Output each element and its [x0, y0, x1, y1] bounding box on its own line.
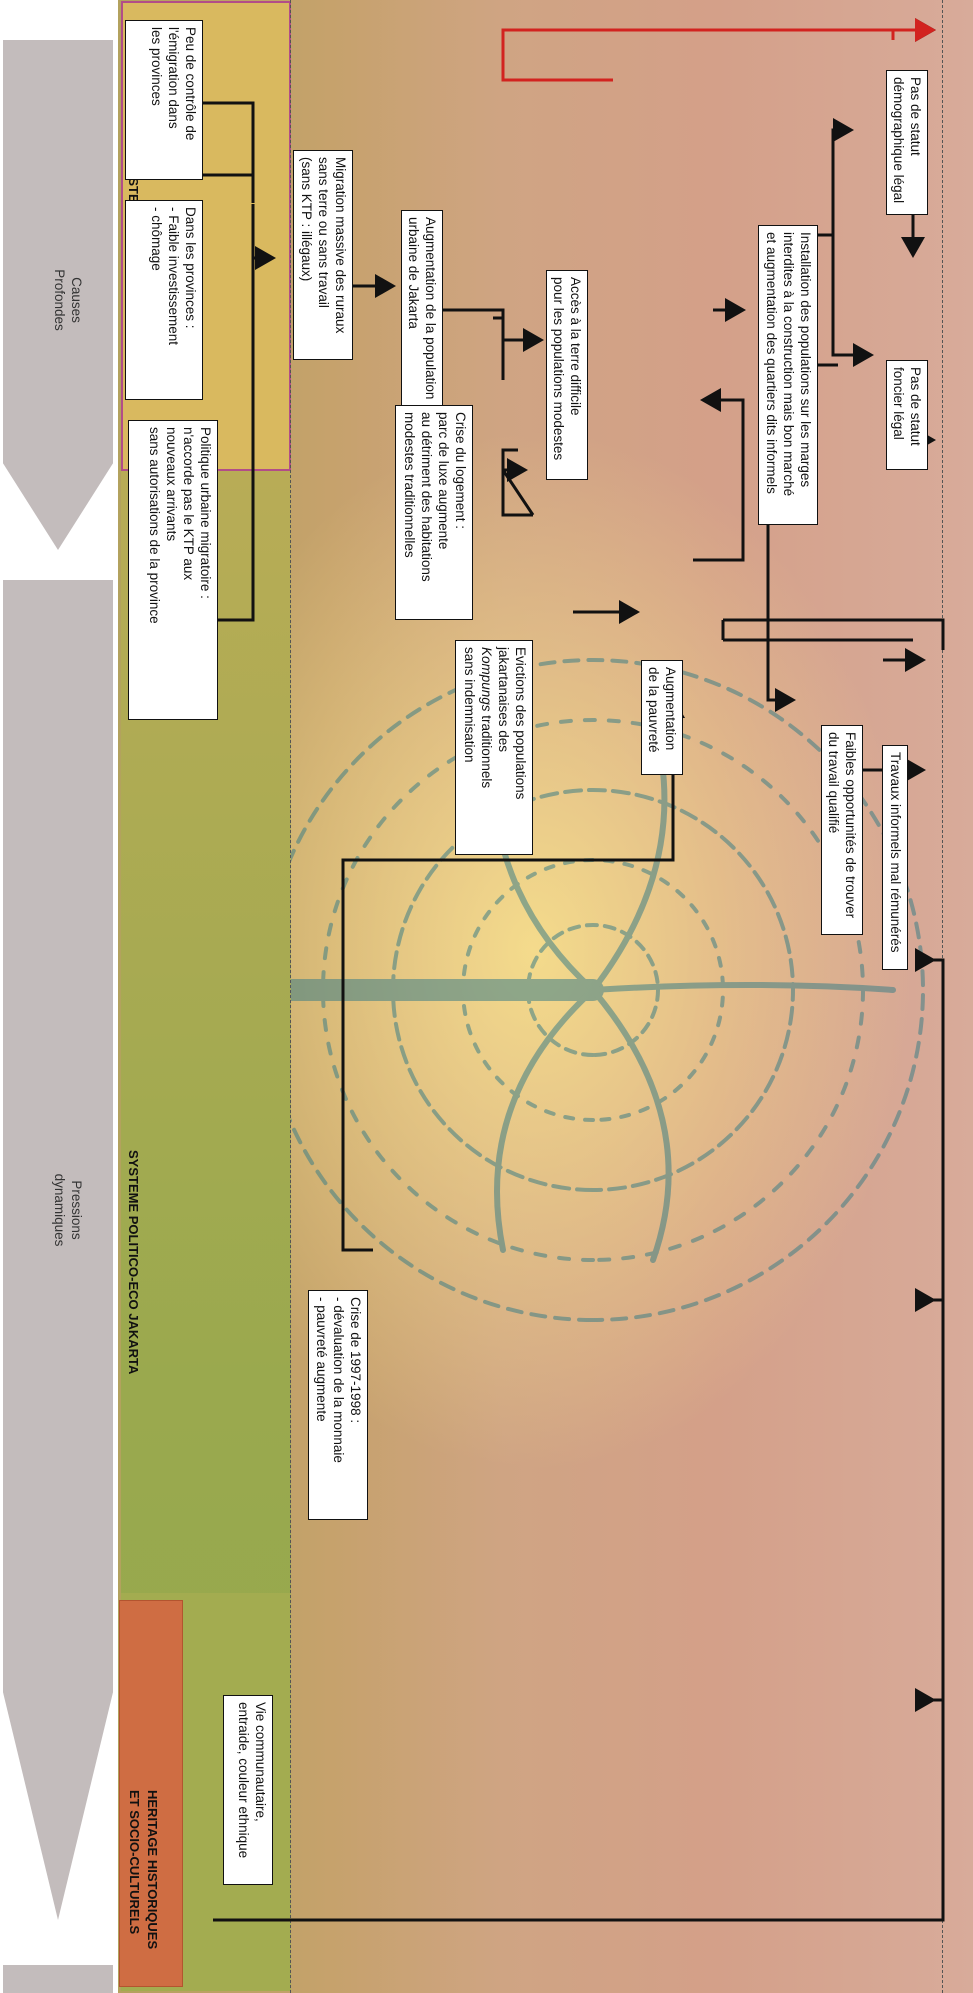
- box-vie-communautaire: Vie communautaire, entraide, couleur eth…: [223, 1695, 273, 1885]
- box-evictions: Evictions des populations jakartanaises …: [455, 640, 533, 855]
- box-augmentation-population: Augmentation de la population urbaine de…: [401, 210, 443, 420]
- box-travaux-informels: Travaux informels mal rémunérés: [882, 745, 908, 970]
- box-augmentation-pauvrete: Augmentation de la pauvreté: [641, 660, 683, 775]
- box-migration-massive: Migration massive des ruraux sans terre …: [293, 150, 353, 360]
- box-acces-terre: Accès à la terre difficile pour les popu…: [546, 270, 588, 480]
- box-provinces: Dans les provinces : - Faible investisse…: [125, 200, 203, 400]
- kompungs-term: Kompungs: [479, 647, 494, 712]
- box-crise-logement: Crise du logement : parc de luxe augment…: [395, 405, 473, 620]
- box-faibles-opportunites: Faibles opportunités de trouver du trava…: [821, 725, 863, 935]
- box-installation: Installation des populations sur les mar…: [758, 225, 818, 525]
- box-crise-1997-1998: Crise de 1997-1998 : - dévaluation de la…: [308, 1290, 368, 1520]
- box-peu-controle: Peu de contrôle de l'émigration dans les…: [125, 20, 203, 180]
- box-statut-foncier: Pas de statut foncier légal: [886, 360, 928, 470]
- box-politique-migratoire: Politique urbaine migratoire : n'accorde…: [128, 420, 218, 720]
- box-statut-demographique: Pas de statut démographique légal: [886, 70, 928, 215]
